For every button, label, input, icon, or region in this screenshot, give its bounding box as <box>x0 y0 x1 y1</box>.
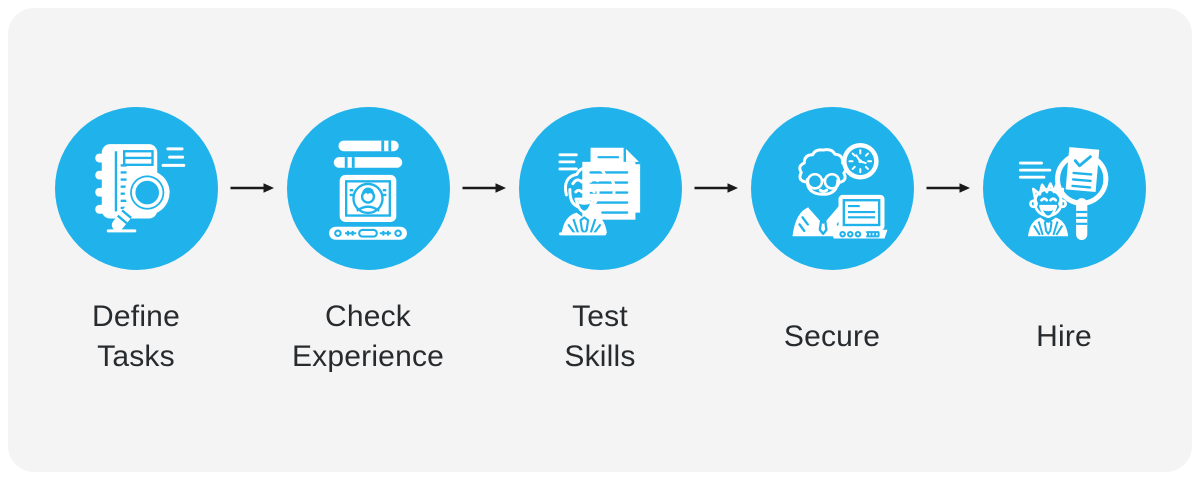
recruiter-clock-laptop-icon <box>792 142 888 239</box>
step-label-define-tasks: Define Tasks <box>92 296 180 378</box>
flow-arrow-icon <box>230 183 274 193</box>
flow-arrow-icon <box>926 183 970 193</box>
step-define-tasks: Define Tasks <box>43 107 229 378</box>
candidate-with-documents-icon <box>558 147 641 235</box>
flow-card: Define Tasks <box>8 8 1192 472</box>
label-line: Skills <box>564 340 636 373</box>
step-hire: Hire <box>971 107 1157 378</box>
flow-arrow-icon <box>462 183 506 193</box>
step-label-secure: Secure <box>784 296 880 378</box>
step-label-test-skills: Test Skills <box>564 296 635 378</box>
candidate-magnifier-checklist-icon <box>1018 146 1109 240</box>
label-line: Secure <box>783 320 881 353</box>
step-test-skills: Test Skills <box>507 107 693 378</box>
step-circle <box>518 107 682 270</box>
step-label-check-experience: Check Experience <box>292 296 444 378</box>
label-line: Experience <box>291 340 445 373</box>
step-secure: Secure <box>739 107 925 378</box>
process-flow: Define Tasks <box>8 8 1192 378</box>
step-circle <box>54 107 218 270</box>
laptop-candidate-profile-icon <box>329 140 407 240</box>
step-circle <box>982 107 1146 270</box>
label-line: Define <box>92 300 180 333</box>
step-circle <box>286 107 450 270</box>
label-line: Tasks <box>97 340 175 373</box>
label-line: Check <box>324 300 412 333</box>
label-line: Test <box>572 300 628 333</box>
step-circle <box>750 107 914 270</box>
flow-arrow-icon <box>694 183 738 193</box>
label-line: Hire <box>1036 320 1092 353</box>
step-check-experience: Check Experience <box>275 107 461 378</box>
step-label-hire: Hire <box>1036 296 1092 378</box>
notebook-magnifier-icon <box>95 143 186 232</box>
